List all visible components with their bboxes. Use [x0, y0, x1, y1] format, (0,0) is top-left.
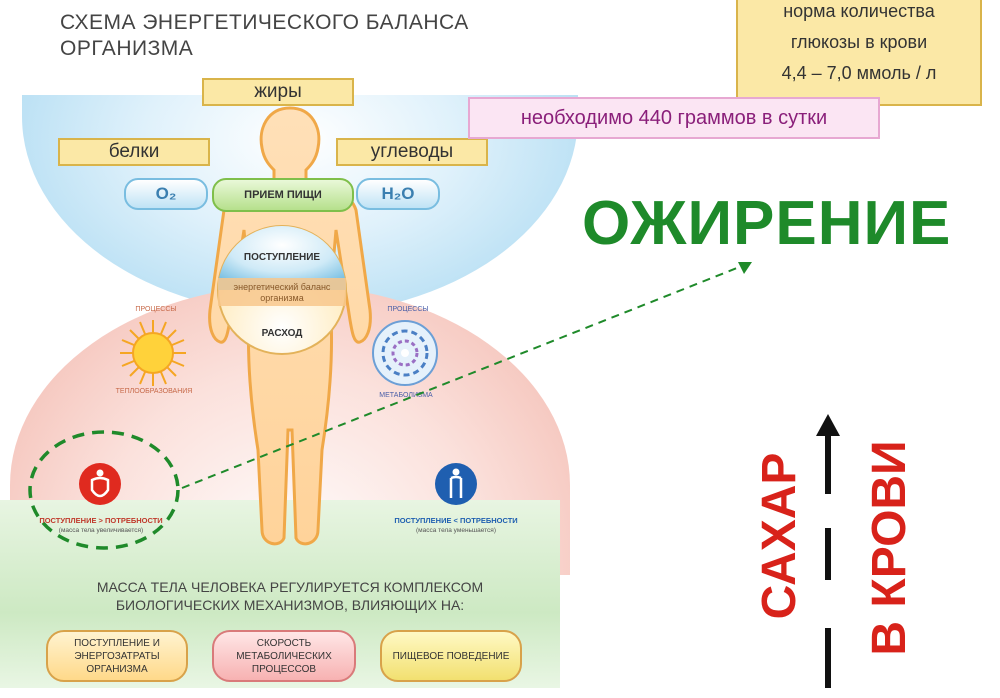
left-status-sub: (масса тела увеличивается)	[58, 527, 144, 534]
metab-bottom-label: МЕТАБОЛИЗМА	[379, 392, 433, 399]
dashed-circle-highlight	[28, 430, 180, 550]
factor-pill-3: ПИЩЕВОЕ ПОВЕДЕНИЕ	[380, 630, 522, 682]
regulation-text: МАССА ТЕЛА ЧЕЛОВЕКА РЕГУЛИРУЕТСЯ КОМПЛЕК…	[60, 578, 520, 614]
right-status-sub: (масса тела уменьшается)	[416, 527, 496, 534]
sun-icon	[120, 320, 186, 386]
factor-1-label: ПОСТУПЛЕНИЕ И ЭНЕРГОЗАТРАТЫ ОРГАНИЗМА	[74, 637, 160, 675]
fats-label: жиры	[202, 78, 354, 106]
metab-top-label: ПРОЦЕССЫ	[387, 306, 429, 313]
expense-label: РАСХОД	[261, 328, 303, 339]
title-line-2: ОРГАНИЗМА	[60, 37, 194, 60]
glucose-note-line-2: глюкозы в крови	[790, 32, 928, 52]
intake-label: ПОСТУПЛЕНИЕ	[243, 252, 321, 263]
heat-top-label: ПРОЦЕССЫ	[135, 306, 177, 313]
proteins-label: белки	[58, 138, 210, 166]
regulation-line-1: МАССА ТЕЛА ЧЕЛОВЕКА РЕГУЛИРУЕТСЯ КОМПЛЕК…	[96, 579, 484, 595]
food-intake-pill: ПРИЕМ ПИЩИ	[212, 178, 354, 212]
diagram-title: СХЕМА ЭНЕРГЕТИЧЕСКОГО БАЛАНСА ОРГАНИЗМА	[60, 10, 469, 62]
title-line-1: СХЕМА ЭНЕРГЕТИЧЕСКОГО БАЛАНСА	[60, 11, 469, 34]
person-red-icon	[79, 463, 121, 505]
sugar-vertical-text: САХАР	[753, 452, 806, 620]
up-arrow-icon	[816, 414, 840, 688]
right-status-label: ПОСТУПЛЕНИЕ < ПОТРЕБНОСТИ	[394, 516, 518, 525]
h2o-pill: H₂O	[356, 178, 440, 210]
balance-label: энергетический баланс организма	[233, 282, 331, 303]
left-status-label: ПОСТУПЛЕНИЕ > ПОТРЕБНОСТИ	[39, 516, 163, 525]
energy-balance-sphere	[217, 225, 347, 355]
obesity-heading: ОЖИРЕНИЕ	[582, 189, 952, 258]
blood-vertical-text: В КРОВИ	[863, 440, 916, 656]
person-blue-icon	[435, 463, 477, 505]
factor-2-label: СКОРОСТЬ МЕТАБОЛИЧЕСКИХ ПРОЦЕССОВ	[236, 637, 332, 675]
glucose-note-line-1: норма количества	[783, 1, 935, 21]
regulation-line-2: БИОЛОГИЧЕСКИХ МЕХАНИЗМОВ, ВЛИЯЮЩИХ НА:	[115, 597, 465, 613]
carbs-label: углеводы	[336, 138, 488, 166]
daily-requirement-note: необходимо 440 граммов в сутки	[468, 97, 880, 139]
factor-pill-2: СКОРОСТЬ МЕТАБОЛИЧЕСКИХ ПРОЦЕССОВ	[212, 630, 356, 682]
glucose-note-line-3: 4,4 – 7,0 ммоль / л	[781, 63, 937, 83]
glucose-norm-note: норма количества глюкозы в крови 4,4 – 7…	[736, 0, 982, 106]
factor-3-label: ПИЩЕВОЕ ПОВЕДЕНИЕ	[392, 650, 510, 662]
factor-pill-1: ПОСТУПЛЕНИЕ И ЭНЕРГОЗАТРАТЫ ОРГАНИЗМА	[46, 630, 188, 682]
o2-pill: O₂	[124, 178, 208, 210]
heat-bottom-label: ТЕПЛООБРАЗОВАНИЯ	[115, 388, 193, 395]
metabolism-swirl-icon	[372, 320, 438, 386]
